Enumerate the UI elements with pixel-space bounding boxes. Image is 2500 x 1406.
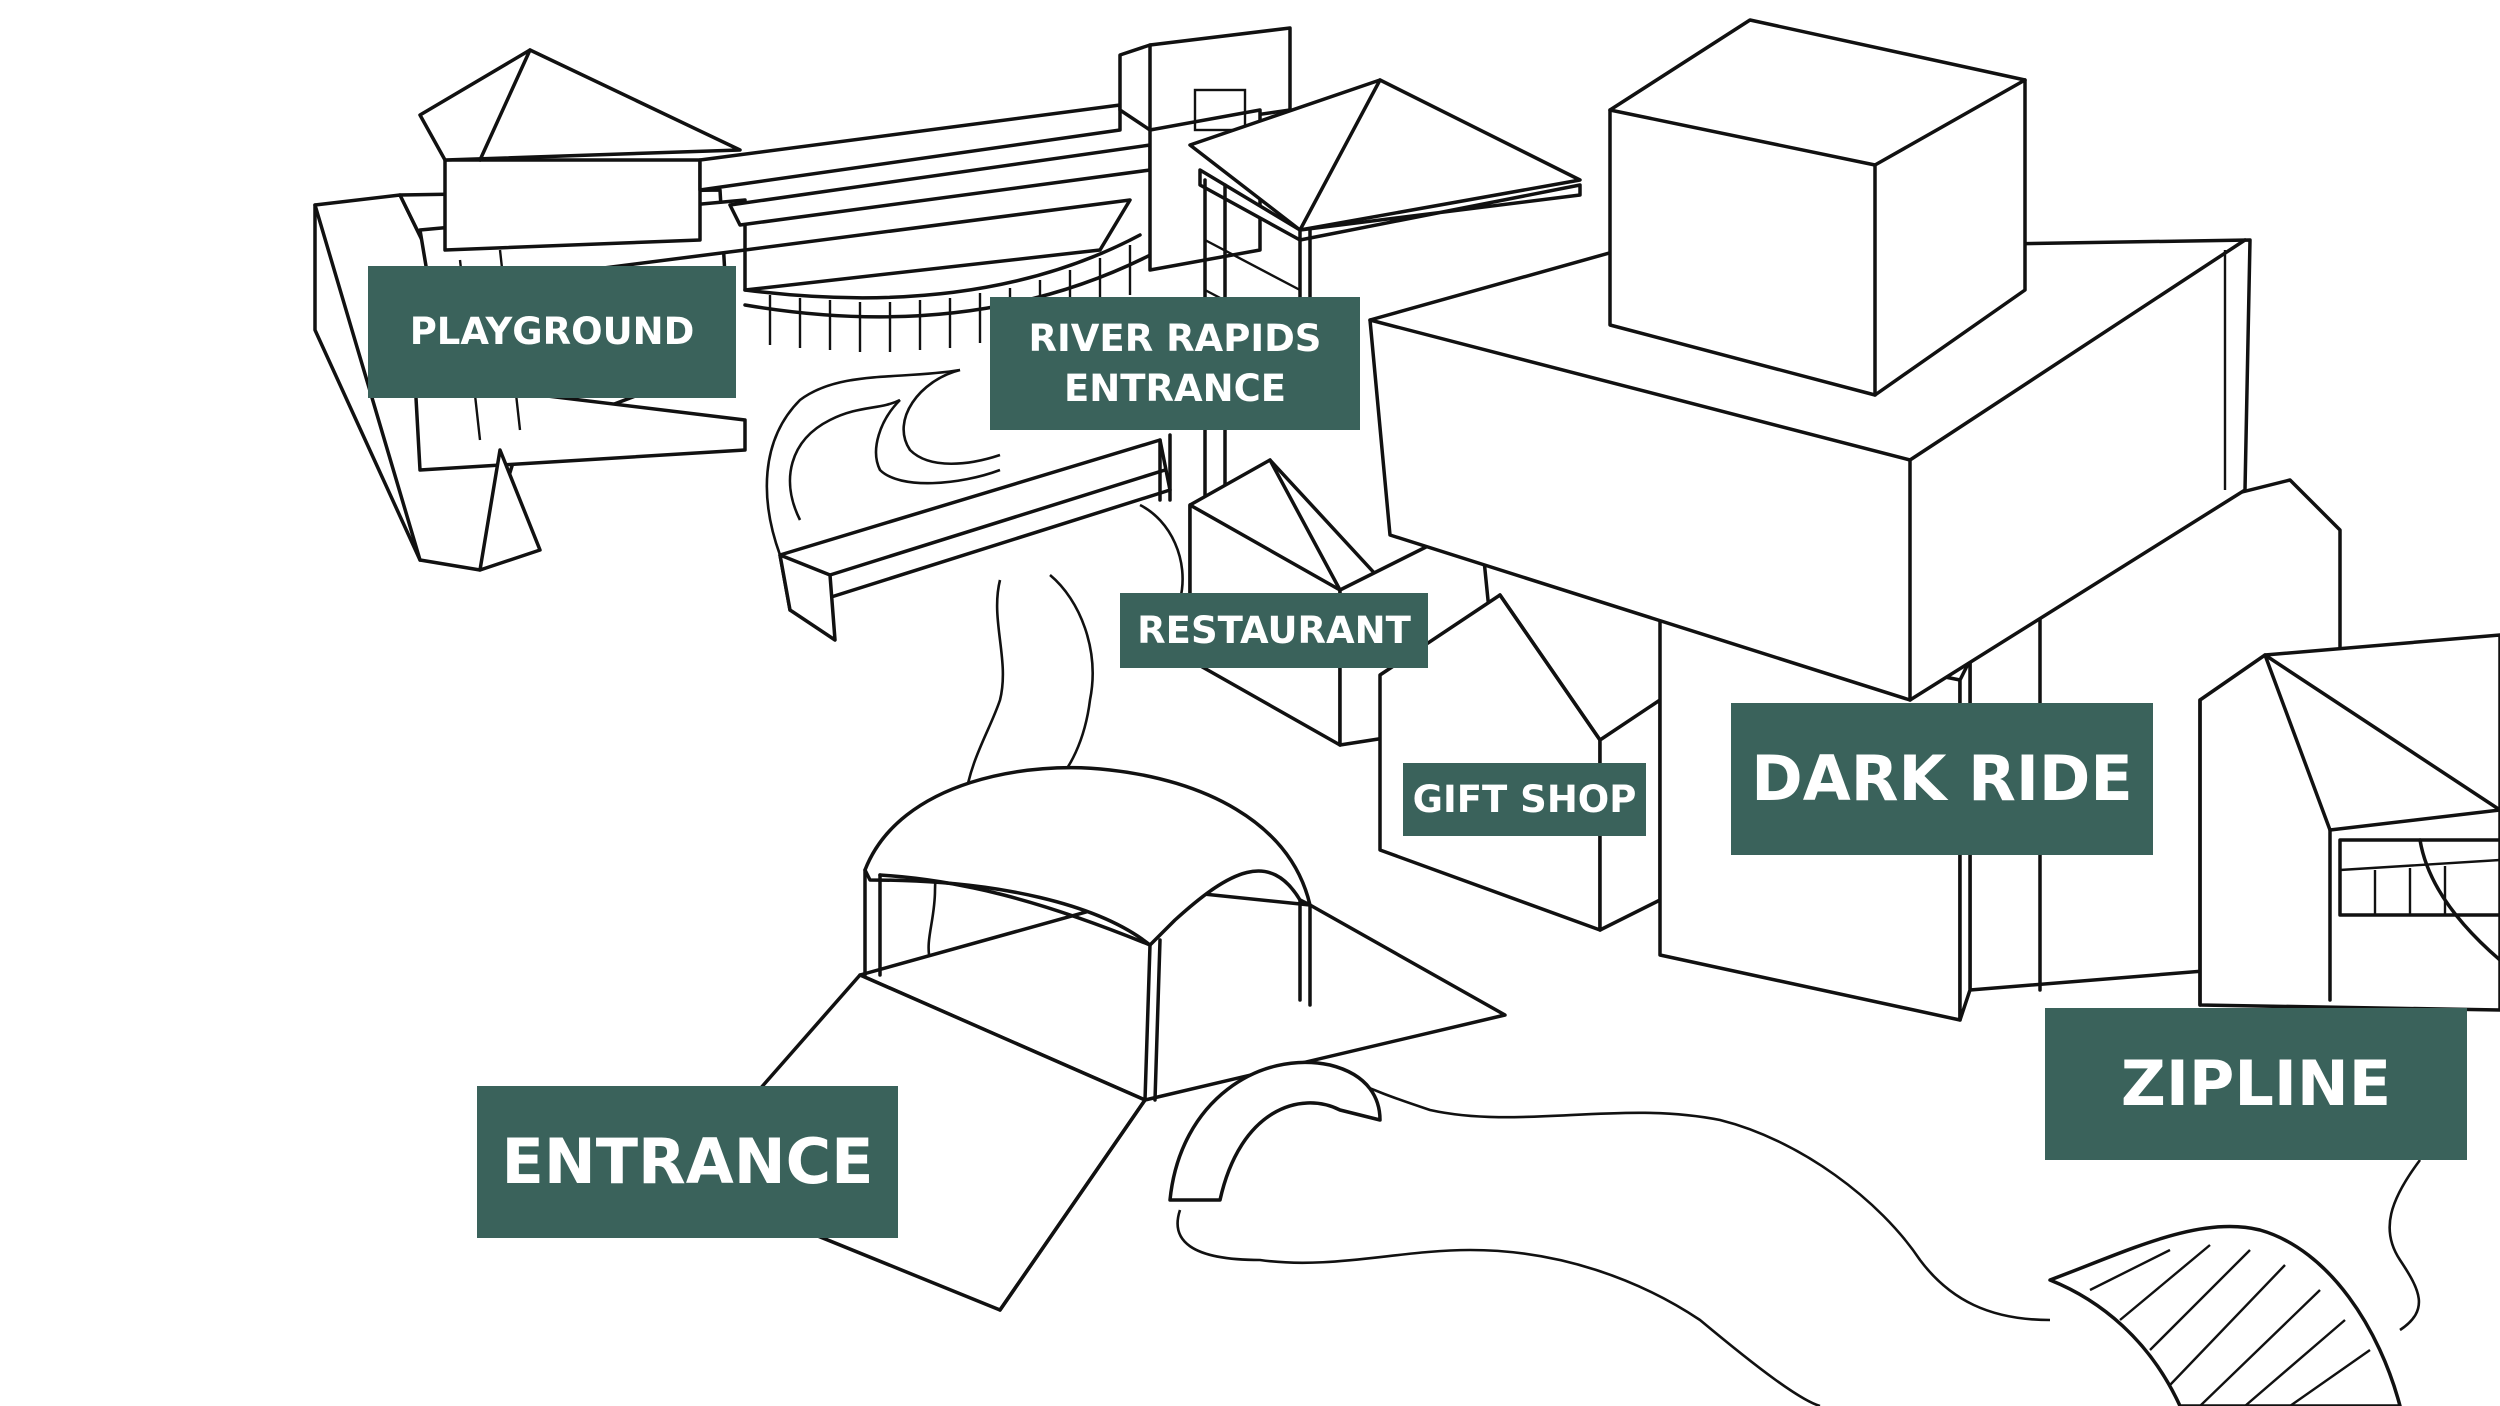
label-restaurant[interactable]: RESTAURANT bbox=[1120, 593, 1428, 668]
label-zipline[interactable]: ZIPLINE bbox=[2045, 1008, 2467, 1160]
label-river-rapids-entrance[interactable]: RIVER RAPIDS ENTRANCE bbox=[990, 297, 1360, 430]
zipline-building bbox=[2198, 633, 2500, 1012]
label-zipline-text: ZIPLINE bbox=[2120, 1047, 2392, 1121]
rapids-channel bbox=[778, 433, 1172, 642]
label-river-rapids-line1: RIVER RAPIDS bbox=[1028, 316, 1322, 360]
label-playground[interactable]: PLAYGROUND bbox=[368, 266, 736, 398]
label-restaurant-text: RESTAURANT bbox=[1137, 608, 1411, 652]
label-dark-ride-text: DARK RIDE bbox=[1751, 742, 2133, 816]
label-entrance-text: ENTRANCE bbox=[501, 1125, 874, 1199]
label-river-rapids-line2: ENTRANCE bbox=[1064, 366, 1286, 410]
bottom-bridge bbox=[2048, 1224, 2402, 1406]
label-playground-text: PLAYGROUND bbox=[409, 310, 695, 354]
label-gift-shop-text: GIFT SHOP bbox=[1412, 777, 1637, 821]
label-gift-shop[interactable]: GIFT SHOP bbox=[1403, 763, 1646, 836]
river-paths bbox=[765, 368, 2422, 1406]
label-dark-ride[interactable]: DARK RIDE bbox=[1731, 703, 2153, 855]
label-entrance[interactable]: ENTRANCE bbox=[477, 1086, 898, 1238]
